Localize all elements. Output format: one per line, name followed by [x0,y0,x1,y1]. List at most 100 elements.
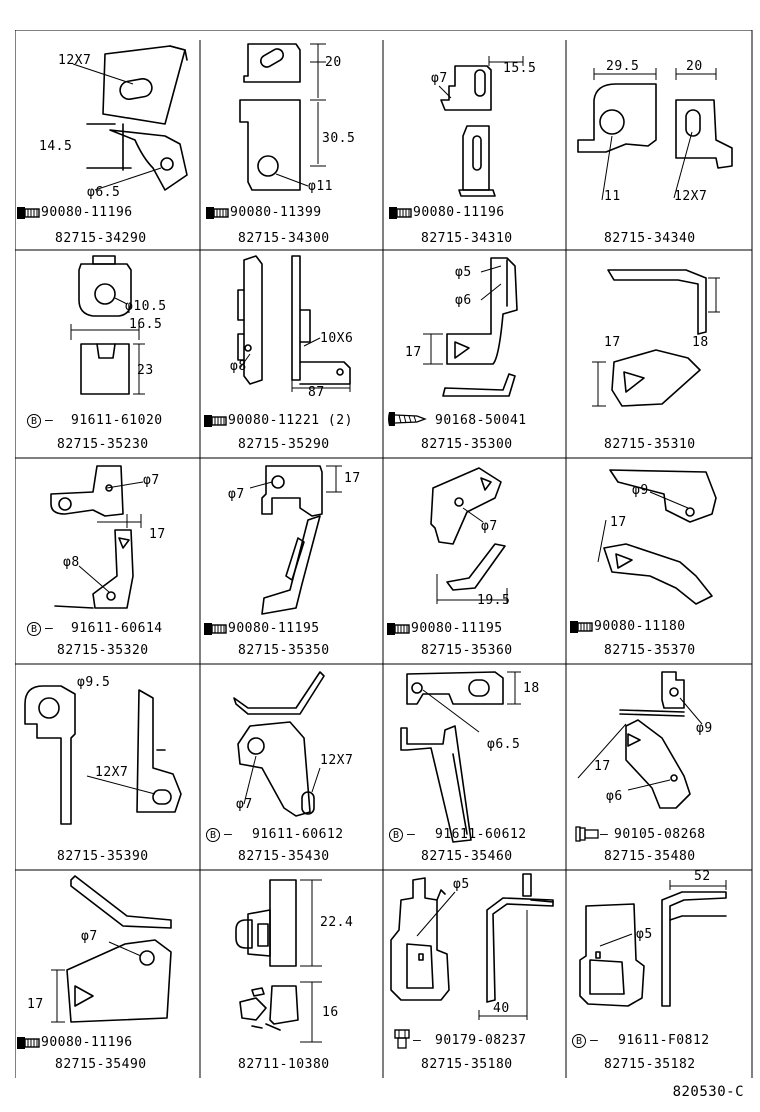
part-cell: φ7 17 φ8 B — 91611-60614 82715-35320 [15,458,200,664]
b-circle-icon: B [572,1034,586,1048]
part-number: 82715-34300 [238,231,330,246]
bracket-drawing [70,255,145,395]
part-number: 82715-34340 [604,231,696,246]
part-cell: φ5 φ6 17 90168-50041 82715-35300 [383,250,566,458]
fastener-part-number: — [590,1033,599,1048]
part-cell: 18 φ6.5 B — 91611-60612 82715-35460 [383,664,566,870]
bracket-drawing [438,56,524,197]
bracket-drawing [577,68,733,201]
part-cell: φ7 17 90080-11195 82715-35350 [200,458,383,664]
dim-label: φ7 [81,929,98,944]
part-number: 82715-35290 [238,437,330,452]
part-number: 82715-35350 [238,643,330,658]
dim-label: 52 [694,869,711,884]
part-number: 82715-35180 [421,1057,513,1072]
bracket-drawing [430,467,508,604]
dim-label: 16.5 [129,317,163,332]
fastener-part-number: 91611-60612 [252,827,344,842]
bracket-drawing [50,465,144,609]
dim-label: φ9 [696,721,713,736]
fastener-part-number: 90080-11195 [411,621,503,636]
part-cell: 22.4 16 82711-10380 [200,870,383,1078]
dim-label: φ7 [481,519,498,534]
bracket-drawing [577,671,703,809]
part-number: 82715-35390 [57,849,149,864]
dim-label: φ6 [455,293,472,308]
fastener-part-number: — [45,413,54,428]
dim-label: 12X7 [320,753,354,768]
part-cell: 29.5 20 11 12X7 82715-34340 [566,40,752,250]
part-number: 82715-35370 [604,643,696,658]
fastener-part-number: 90080-11196 [41,205,133,220]
part-number: 82715-35480 [604,849,696,864]
fastener-part-number: — [413,1033,422,1048]
fastener-part-number: — [407,827,416,842]
dim-label: φ10.5 [125,299,167,314]
dim-label: 22.4 [320,915,354,930]
fastener-part-number: 90179-08237 [435,1033,527,1048]
dim-label: 17 [594,759,611,774]
dim-label: 19.5 [477,593,511,608]
part-cell: 12X7 14.5 φ6.5 90080-11196 82715-34290 [15,40,200,250]
part-number: 82715-35182 [604,1057,696,1072]
bracket-drawing [390,873,554,1020]
dim-label: 20 [686,59,703,74]
bracket-drawing [579,880,727,1007]
fastener-part-number: 90105-08268 [614,827,706,842]
dim-label: 15.5 [503,61,537,76]
dim-label: φ8 [63,555,80,570]
bracket-drawing [597,469,717,605]
part-cell: φ9.5 12X7 82715-35390 [15,664,200,870]
bracket-drawing [423,257,518,397]
bracket-drawing [51,875,172,1023]
part-number: 82715-35310 [604,437,696,452]
dim-label: 12X7 [674,189,708,204]
b-circle-icon: B [27,622,41,636]
dim-label: 16 [322,1005,339,1020]
dim-label: 11 [604,189,621,204]
part-number: 82715-35460 [421,849,513,864]
dim-label: φ9 [632,483,649,498]
bracket-drawing [72,45,188,191]
bracket-drawing [233,671,325,817]
dim-label: 17 [405,345,422,360]
part-cell: φ9 17 φ6 — 90105-08268 82715-35480 [566,664,752,870]
part-cell: φ7 19.5 90080-11195 82715-35360 [383,458,566,664]
part-number: 82715-34290 [55,231,147,246]
dim-label: φ9.5 [77,675,111,690]
b-circle-icon: B [206,828,220,842]
dim-label: φ5 [453,877,470,892]
dim-label: φ7 [236,797,253,812]
bracket-drawing [592,269,720,407]
dim-label: 17 [149,527,166,542]
dim-label: 12X7 [58,53,92,68]
dim-label: φ5 [636,927,653,942]
part-cell: 20 30.5 φ11 90080-11399 82715-34300 [200,40,383,250]
dim-label: 17 [344,471,361,486]
dim-label: φ6.5 [87,185,121,200]
part-cell: φ10.5 16.5 23 B — 91611-61020 82715-3523… [15,250,200,458]
dim-label: φ6 [606,789,623,804]
fastener-part-number: 90080-11399 [230,205,322,220]
dim-label: 14.5 [39,139,73,154]
dim-label: φ8 [230,359,247,374]
fastener-part-number: 91611-F0812 [618,1033,710,1048]
dim-label: φ5 [455,265,472,280]
part-number: 82715-35300 [421,437,513,452]
part-number: 82715-35320 [57,643,149,658]
dim-label: 18 [523,681,540,696]
part-number: 82715-35360 [421,643,513,658]
dim-label: 40 [493,1001,510,1016]
dim-label: φ11 [308,179,333,194]
fastener-part-number: — [600,827,609,842]
fastener-part-number: — [45,621,54,636]
part-number: 82715-35430 [238,849,330,864]
fastener-part-number: 90080-11196 [413,205,505,220]
dim-label: 17 [27,997,44,1012]
part-number: 82711-10380 [238,1057,330,1072]
part-cell: φ7 17 90080-11196 82715-35490 [15,870,200,1078]
part-cell: 52 φ5 B — 91611-F0812 82715-35182 [566,870,752,1078]
dim-label: 18 [692,335,709,350]
bracket-drawing [24,685,182,825]
